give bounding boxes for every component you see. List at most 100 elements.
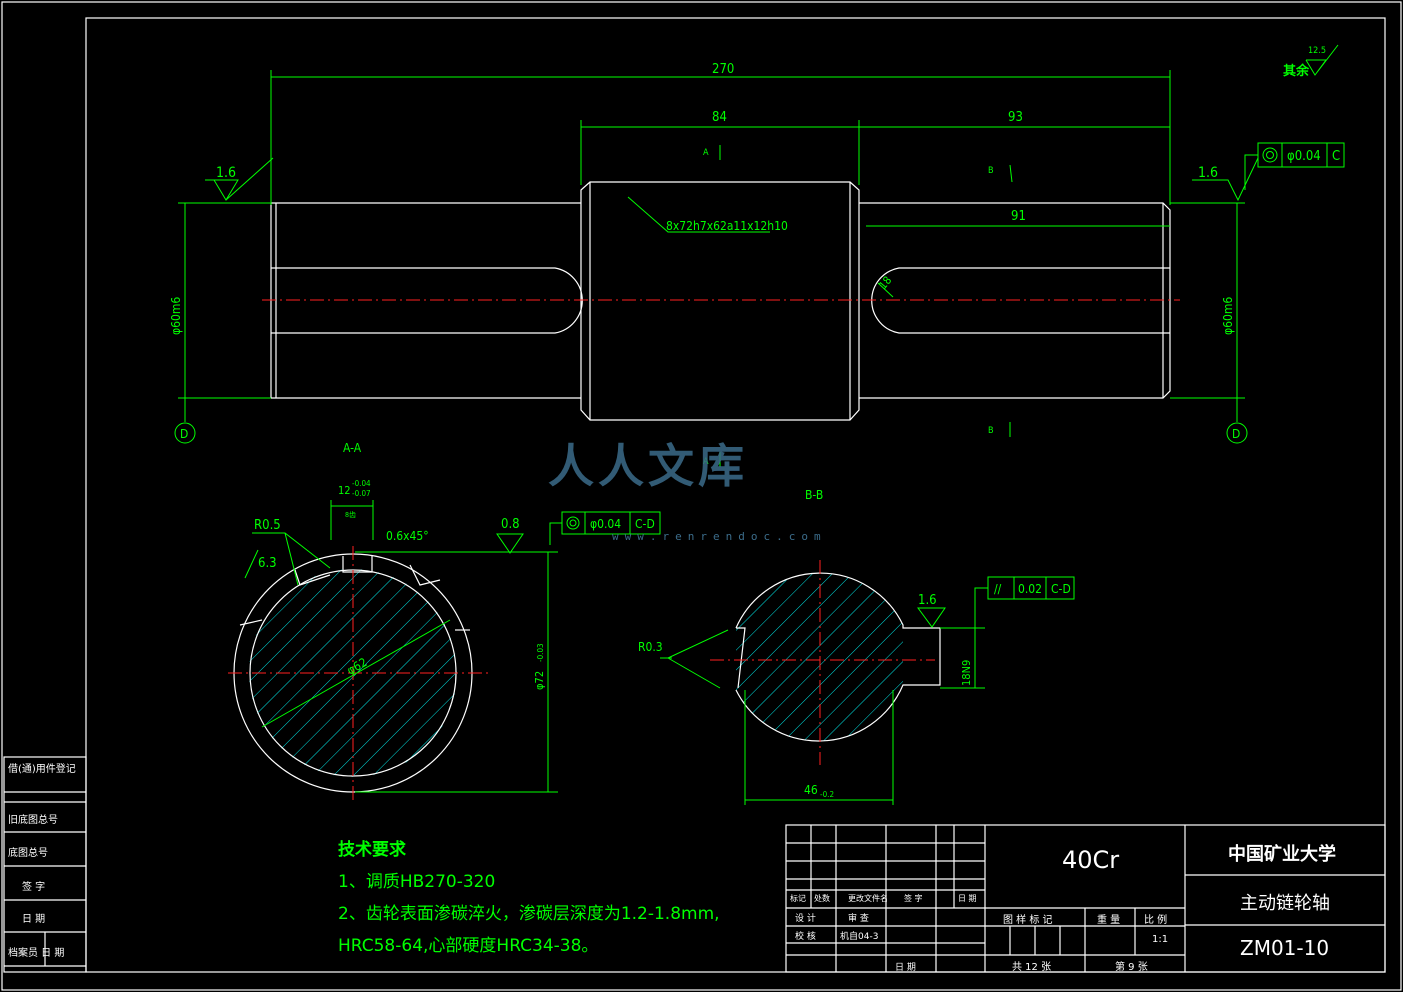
aa-tooth-top [342, 556, 373, 573]
inner-border [85, 17, 1386, 973]
aa-key-tol2: -0.07 [352, 489, 371, 498]
right-dia: φ60m6 [1221, 297, 1235, 335]
aa-tooth-right [409, 564, 441, 586]
tb-sheet: 第 9 张 [1115, 962, 1148, 973]
roughness-left-symbol [205, 157, 274, 201]
side-row-4: 签 字 [22, 882, 46, 893]
right-key-width: 18 [876, 274, 894, 292]
main-dimensions [174, 44, 1345, 467]
dim-91: 91 [1011, 209, 1026, 224]
tb-mark-3: 更改文件名 [848, 894, 888, 903]
aa-key-note: 8齿 [345, 511, 356, 519]
tol-main-value: φ0.04 [1287, 149, 1321, 164]
aa-dia-outer: φ72 [533, 671, 546, 690]
datum-d-right [1226, 422, 1248, 444]
dim-93: 93 [1008, 110, 1023, 125]
tb-weight-label: 重 量 [1097, 915, 1121, 926]
tb-checker: 校 核 [795, 932, 816, 942]
bb-tol-symbol: // [994, 582, 1002, 596]
side-row-3: 底图总号 [8, 848, 48, 859]
tb-material: 40Cr [1062, 846, 1120, 874]
watermark-url: www.renrendoc.com [612, 530, 827, 543]
aa-roughness-08 [496, 533, 524, 554]
bb-title: B-B [805, 488, 823, 502]
spline-body [580, 181, 860, 421]
tol-main-datum: C [1332, 149, 1340, 164]
spline-code: 8x72h7x62a11x12h10 [666, 219, 788, 233]
bb-roughness-16: 1.6 [918, 593, 937, 608]
aa-dia-outer-tol: -0.03 [536, 643, 545, 662]
bb-width-tol: -0.2 [820, 790, 834, 799]
tb-scale-label: 比 例 [1144, 915, 1168, 926]
watermark-logo: 人人文库 [548, 439, 748, 493]
side-table-lines [3, 756, 87, 973]
tb-date-label: 日 期 [895, 963, 916, 973]
tb-part-name: 主动链轮轴 [1240, 893, 1330, 914]
aa-key-width-dim [330, 500, 374, 540]
roughness-right: 1.6 [1198, 165, 1218, 181]
tb-total-sheets: 共 12 张 [1012, 962, 1052, 973]
shaft-front-view [262, 181, 1180, 421]
side-row-1: 借(通)用件登记 [8, 764, 76, 775]
tb-stage-label: 图 样 标 记 [1003, 915, 1053, 926]
left-dia: φ60m6 [169, 297, 183, 335]
tb-mark-2: 处数 [814, 894, 830, 903]
aa-roughness-63: 6.3 [258, 556, 277, 571]
bb-roughness [917, 607, 946, 628]
dim-270: 270 [712, 62, 734, 77]
right-key-leader [877, 282, 894, 298]
tb-design: 设 计 [795, 914, 816, 924]
title-block-lines [785, 824, 1386, 973]
dim-84: 84 [712, 110, 727, 125]
aa-key-tol: -0.04 [352, 479, 371, 488]
bb-depth: 18N9 [960, 660, 973, 686]
section-bb [660, 560, 1075, 805]
spline-edges [589, 182, 851, 420]
spline-leader [627, 196, 770, 233]
tb-school: 中国矿业大学 [1228, 844, 1336, 865]
tb-mark-4: 签 字 [904, 894, 923, 903]
datum-d-left-label: D [180, 427, 188, 441]
tb-student: 机自04-3 [840, 932, 879, 942]
dimension-texts: 270 84 93 91 8x72h7x62a11x12h10 φ60m6 φ6… [169, 46, 1340, 467]
section-aa-texts: A-A R0.5 6.3 0.6x45° 12 -0.04 -0.07 8齿 φ… [254, 441, 655, 690]
tb-reviewer: 审 查 [848, 914, 869, 924]
bb-tol-datum: C-D [1051, 582, 1071, 596]
section-bb-texts: B-B R0.3 1.6 18N9 46 -0.2 0.02 C-D // [638, 488, 1071, 799]
tb-mark-5: 日 期 [958, 894, 977, 903]
side-row-2: 旧底图总号 [8, 815, 58, 826]
section-mark-a-top: A [703, 148, 709, 158]
section-mark-b-top: B [988, 166, 994, 176]
aa-tol-value: φ0.04 [590, 517, 621, 531]
section-mark-a-bottom: A [703, 457, 709, 467]
roughness-left: 1.6 [216, 165, 236, 181]
side-row-5: 日 期 [22, 914, 46, 925]
tb-scale: 1:1 [1152, 934, 1169, 945]
aa-tooth-left [294, 569, 331, 586]
roughness-right-symbol [1192, 157, 1259, 202]
roughness-other-value: 12.5 [1308, 46, 1326, 56]
tech-line-3: HRC58-64,心部硬度HRC34-38。 [338, 936, 599, 956]
aa-dia-62-line [261, 619, 451, 728]
aa-roughness-08: 0.8 [501, 517, 520, 532]
datum-d-left [174, 422, 196, 444]
tech-line-1: 1、调质HB270-320 [338, 872, 496, 892]
tb-mark-1: 标记 [790, 894, 806, 903]
tech-requirements: 技术要求 1、调质HB270-320 2、齿轮表面渗碳淬火，渗碳层深度为1.2-… [338, 834, 720, 962]
aa-tol-datum: C-D [635, 517, 655, 531]
section-mark-b-bottom: B [988, 426, 994, 436]
roughness-other-label: 其余 [1283, 63, 1310, 79]
roughness-other-symbol [1305, 44, 1339, 76]
bb-tol-value: 0.02 [1018, 582, 1042, 596]
bb-r03-leader [660, 629, 729, 689]
tb-drawing-no: ZM01-10 [1240, 936, 1330, 960]
side-row-6: 档案员 日 期 [8, 948, 65, 959]
aa-chamfer: 0.6x45° [386, 529, 429, 543]
bb-radius: R0.3 [638, 640, 663, 654]
left-journal [270, 202, 581, 399]
section-aa [228, 500, 661, 800]
aa-key-width: 12 [338, 484, 351, 497]
aa-radius: R0.5 [254, 518, 281, 533]
